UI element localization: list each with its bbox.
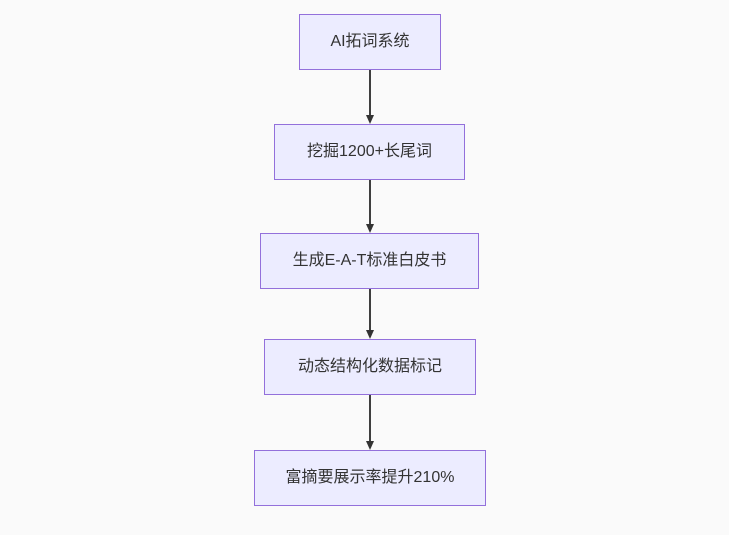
arrowhead-down-icon [366, 441, 374, 450]
flow-node-ai-keyword-system: AI拓词系统 [299, 14, 441, 70]
edge-line [369, 70, 371, 115]
flow-node-eat-whitepaper: 生成E-A-T标准白皮书 [260, 233, 479, 289]
flow-node-label: 富摘要展示率提升210% [285, 468, 455, 486]
flow-node-longtail-mining: 挖掘1200+长尾词 [274, 124, 465, 180]
edge-line [369, 289, 371, 330]
flow-node-label: 挖掘1200+长尾词 [307, 142, 432, 160]
arrowhead-down-icon [366, 224, 374, 233]
flow-edge-1 [366, 70, 374, 124]
flow-edge-2 [366, 180, 374, 233]
flow-edge-3 [366, 289, 374, 339]
arrowhead-down-icon [366, 115, 374, 124]
flow-node-label: AI拓词系统 [330, 32, 410, 50]
flow-node-label: 动态结构化数据标记 [297, 357, 442, 375]
edge-line [369, 395, 371, 441]
flow-edge-4 [366, 395, 374, 450]
flow-node-label: 生成E-A-T标准白皮书 [292, 251, 447, 269]
edge-line [369, 180, 371, 224]
flow-node-structured-data-markup: 动态结构化数据标记 [264, 339, 476, 395]
arrowhead-down-icon [366, 330, 374, 339]
flow-node-rich-snippet-rate: 富摘要展示率提升210% [254, 450, 486, 506]
